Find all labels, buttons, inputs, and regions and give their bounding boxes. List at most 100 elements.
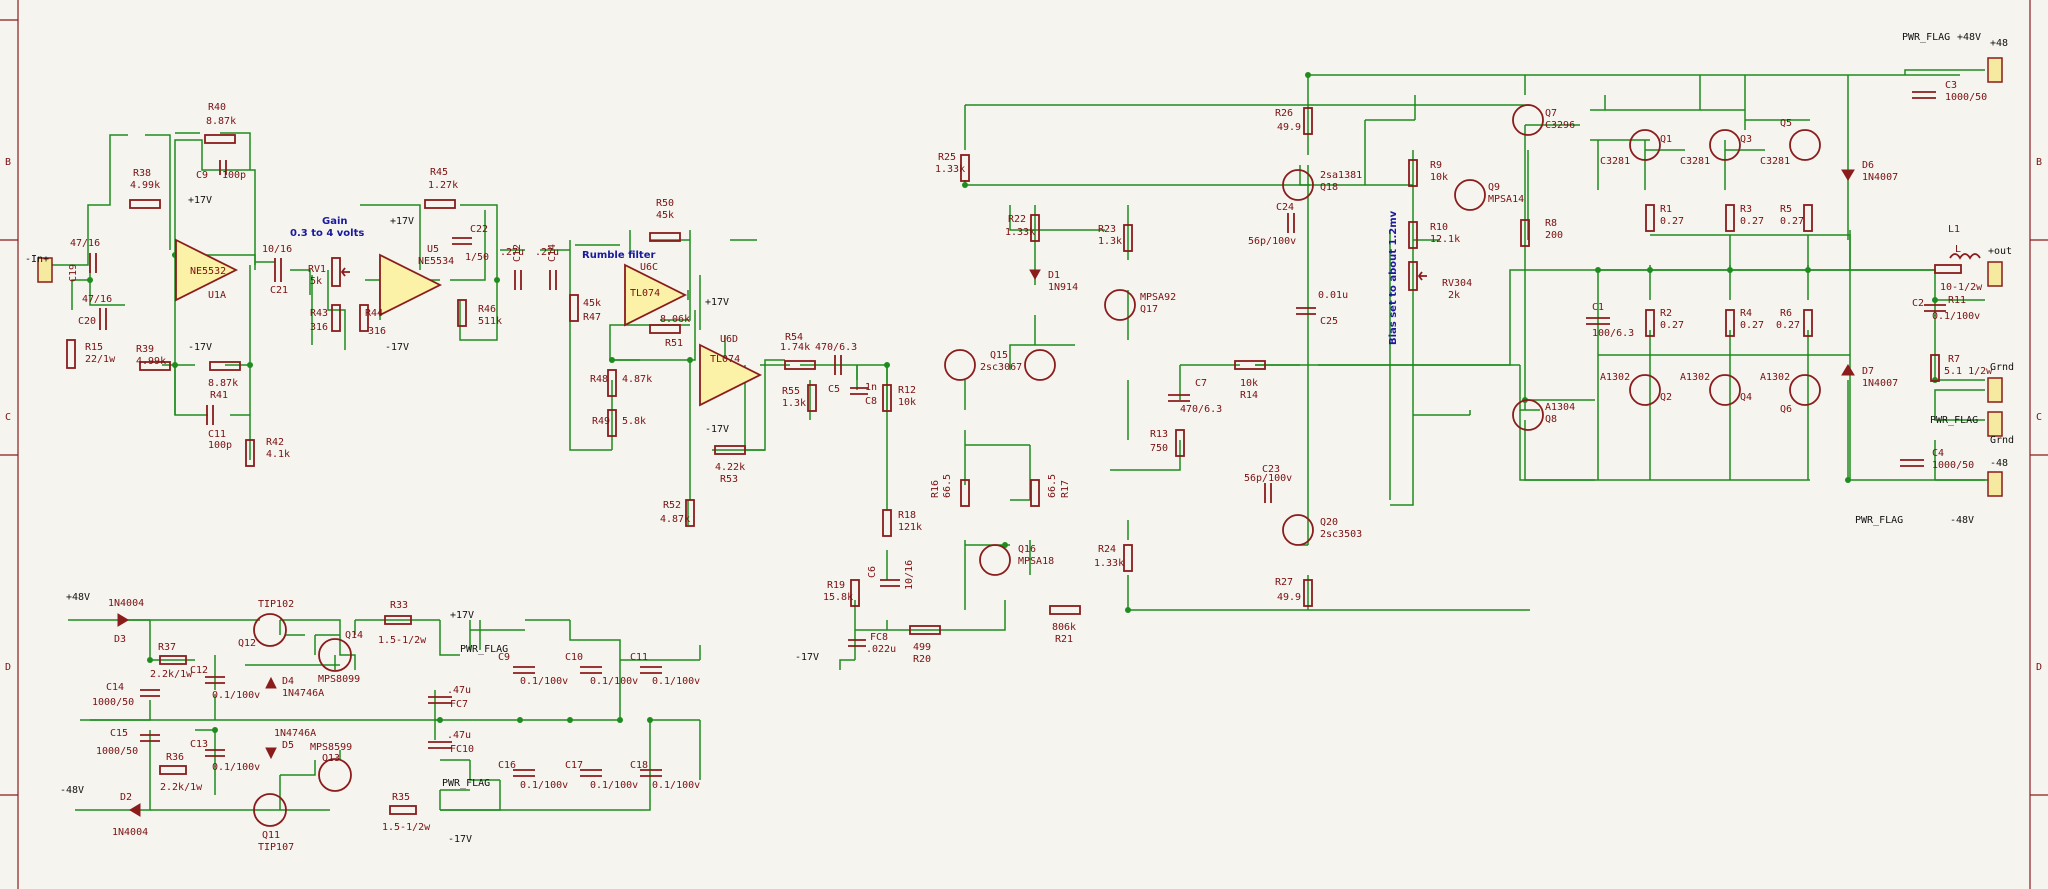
label-c11v: 0.1/100v bbox=[652, 676, 700, 687]
label-r24v: 1.33k bbox=[1094, 558, 1124, 569]
label-c17v: 0.1/100v bbox=[590, 780, 638, 791]
label-d3v: 1N4004 bbox=[108, 598, 144, 609]
diodes bbox=[117, 169, 1855, 817]
resistor-r21 bbox=[1049, 605, 1081, 615]
capacitor-c20 bbox=[99, 308, 107, 330]
label-r53: R53 bbox=[720, 474, 738, 485]
transistor-q5 bbox=[1789, 129, 1821, 161]
label-r42: R42 bbox=[266, 437, 284, 448]
label-l1v: L bbox=[1955, 244, 1961, 255]
label-r4: R4 bbox=[1740, 308, 1752, 319]
label-l1: L1 bbox=[1948, 224, 1960, 235]
label-c2: C2 bbox=[1912, 298, 1924, 309]
label-r40: R40 bbox=[208, 102, 226, 113]
label-r8: R8 bbox=[1545, 218, 1557, 229]
capacitor-c7 bbox=[1168, 394, 1190, 402]
label-q9v: MPSA14 bbox=[1488, 194, 1524, 205]
pots bbox=[331, 257, 1427, 291]
row-d-right: D bbox=[2036, 662, 2042, 673]
row-b: B bbox=[5, 157, 11, 168]
label-c24v: 56p/100v bbox=[1248, 236, 1296, 247]
label-rv304: RV304 bbox=[1442, 278, 1472, 289]
transistor-q18 bbox=[1282, 169, 1314, 201]
resistor-r7 bbox=[1930, 354, 1940, 382]
rail-m17-u1: -17V bbox=[188, 342, 212, 353]
label-c3v: 1000/50 bbox=[1945, 92, 1987, 103]
label-c14av: .27u bbox=[535, 247, 559, 258]
label-u1av: NE5532 bbox=[190, 266, 226, 277]
resistor-r13 bbox=[1175, 429, 1185, 457]
label-r46v: 511k bbox=[478, 316, 502, 327]
resistor-r9 bbox=[1408, 159, 1418, 187]
diode-d7 bbox=[1841, 364, 1855, 376]
resistor-r19 bbox=[850, 579, 860, 607]
label-c10v: 0.1/100v bbox=[590, 676, 638, 687]
label-q9: Q9 bbox=[1488, 182, 1500, 193]
resistor-r49 bbox=[607, 409, 617, 437]
capacitor-c12 bbox=[205, 676, 225, 684]
label-c9: C9 bbox=[498, 652, 510, 663]
capacitor-c13 bbox=[205, 749, 225, 757]
label-r27v: 49.9 bbox=[1277, 592, 1301, 603]
resistor-r52 bbox=[685, 499, 695, 527]
diode-d2 bbox=[129, 803, 141, 817]
transistor-q15b bbox=[1024, 349, 1056, 381]
label-r19v: 15.8k bbox=[823, 592, 853, 603]
label-r5: R5 bbox=[1780, 204, 1792, 215]
capacitor-c4 bbox=[1900, 459, 1924, 467]
rail-p17-u5: +17V bbox=[390, 216, 414, 227]
label-q3v: C3281 bbox=[1680, 156, 1710, 167]
label-r33: R33 bbox=[390, 600, 408, 611]
rail-p48-out: +48 bbox=[1990, 38, 2008, 49]
label-c14a: C14 bbox=[547, 244, 558, 262]
label-fc7v: .47u bbox=[447, 685, 471, 696]
label-c2v: 0.1/100v bbox=[1932, 311, 1980, 322]
label-r6v: 0.27 bbox=[1776, 320, 1800, 331]
label-r15: R15 bbox=[85, 342, 103, 353]
label-r22: R22 bbox=[1008, 214, 1026, 225]
label-fc8v: .022u bbox=[866, 644, 896, 655]
label-c6: C6 bbox=[867, 566, 878, 578]
rail-p48-supply: +48V bbox=[66, 592, 90, 603]
label-c18v: 0.1/100v bbox=[652, 780, 700, 791]
resistor-r44 bbox=[359, 304, 369, 332]
label-q5v: C3281 bbox=[1760, 156, 1790, 167]
label-r16v: 66.5 bbox=[942, 474, 953, 498]
resistor-r11 bbox=[1934, 264, 1962, 274]
label-c7: C7 bbox=[1195, 378, 1207, 389]
op-amp-u1a bbox=[175, 238, 239, 302]
label-q16: Q16 bbox=[1018, 544, 1036, 555]
label-c1v: 100/6.3 bbox=[1592, 328, 1634, 339]
label-r37: R37 bbox=[158, 642, 176, 653]
label-r11: R11 bbox=[1948, 295, 1966, 306]
ground-label-2: Grnd bbox=[1990, 435, 2014, 446]
label-r55: R55 bbox=[782, 386, 800, 397]
rumble-filter-note: Rumble filter bbox=[582, 250, 655, 261]
label-r43v: 316 bbox=[310, 322, 328, 333]
rail-m17-u5: -17V bbox=[385, 342, 409, 353]
resistor-r6 bbox=[1803, 309, 1813, 337]
label-c11av: 100p bbox=[208, 440, 232, 451]
ground-connector-1 bbox=[1987, 377, 2003, 403]
label-r45: R45 bbox=[430, 167, 448, 178]
label-r14v: 10k bbox=[1240, 378, 1258, 389]
label-c16: C16 bbox=[498, 760, 516, 771]
resistor-r43 bbox=[331, 304, 341, 332]
label-u6d: U6D bbox=[720, 334, 738, 345]
capacitor-c10 bbox=[580, 666, 602, 674]
rail-m48-supply: -48V bbox=[60, 785, 84, 796]
label-c11a: C11 bbox=[208, 429, 226, 440]
label-r2v: 0.27 bbox=[1660, 320, 1684, 331]
resistor-r37 bbox=[159, 655, 187, 665]
label-c21: C21 bbox=[270, 285, 288, 296]
pwr-flag-1: PWR_FLAG bbox=[460, 644, 508, 655]
resistor-r17 bbox=[1030, 479, 1040, 507]
label-q11: Q11 bbox=[262, 830, 280, 841]
capacitor-c8 bbox=[850, 387, 868, 395]
label-r5v: 0.27 bbox=[1780, 216, 1804, 227]
label-c7v: 470/6.3 bbox=[1180, 404, 1222, 415]
label-c3: C3 bbox=[1945, 80, 1957, 91]
label-r26v: 49.9 bbox=[1277, 122, 1301, 133]
label-r6: R6 bbox=[1780, 308, 1792, 319]
label-r40v: 8.87k bbox=[206, 116, 236, 127]
